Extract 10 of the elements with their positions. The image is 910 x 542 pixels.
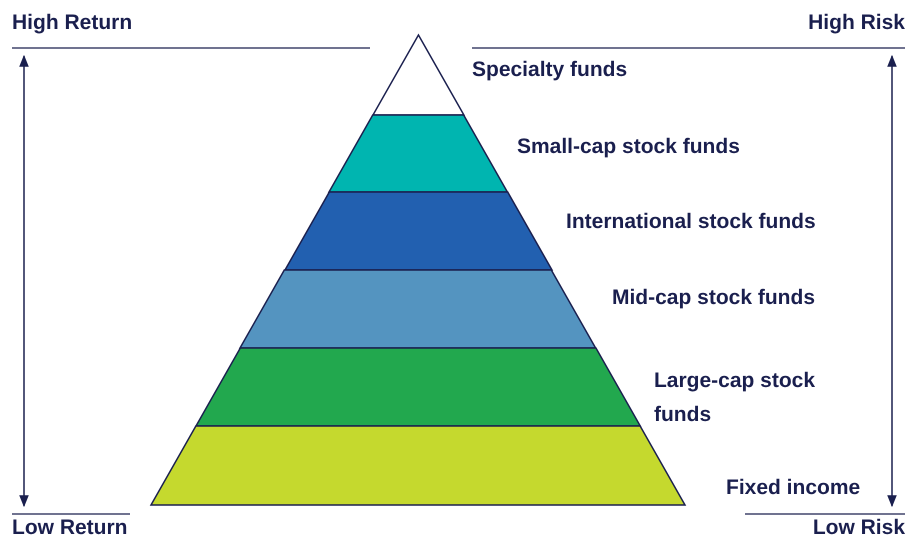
scale-label: High Return <box>12 10 132 36</box>
scale-label: Low Risk <box>812 515 905 541</box>
tier-label: Large-cap stock funds <box>654 368 816 428</box>
tier-label: International stock funds <box>566 209 816 235</box>
tier-label: Mid-cap stock funds <box>612 285 816 311</box>
tier-label: Small-cap stock funds <box>516 134 740 160</box>
scale-label: Low Return <box>12 515 128 541</box>
tier-label: Fixed income <box>726 475 860 501</box>
scale-label: High Risk <box>808 10 905 36</box>
tier-label: Specialty funds <box>472 57 628 83</box>
